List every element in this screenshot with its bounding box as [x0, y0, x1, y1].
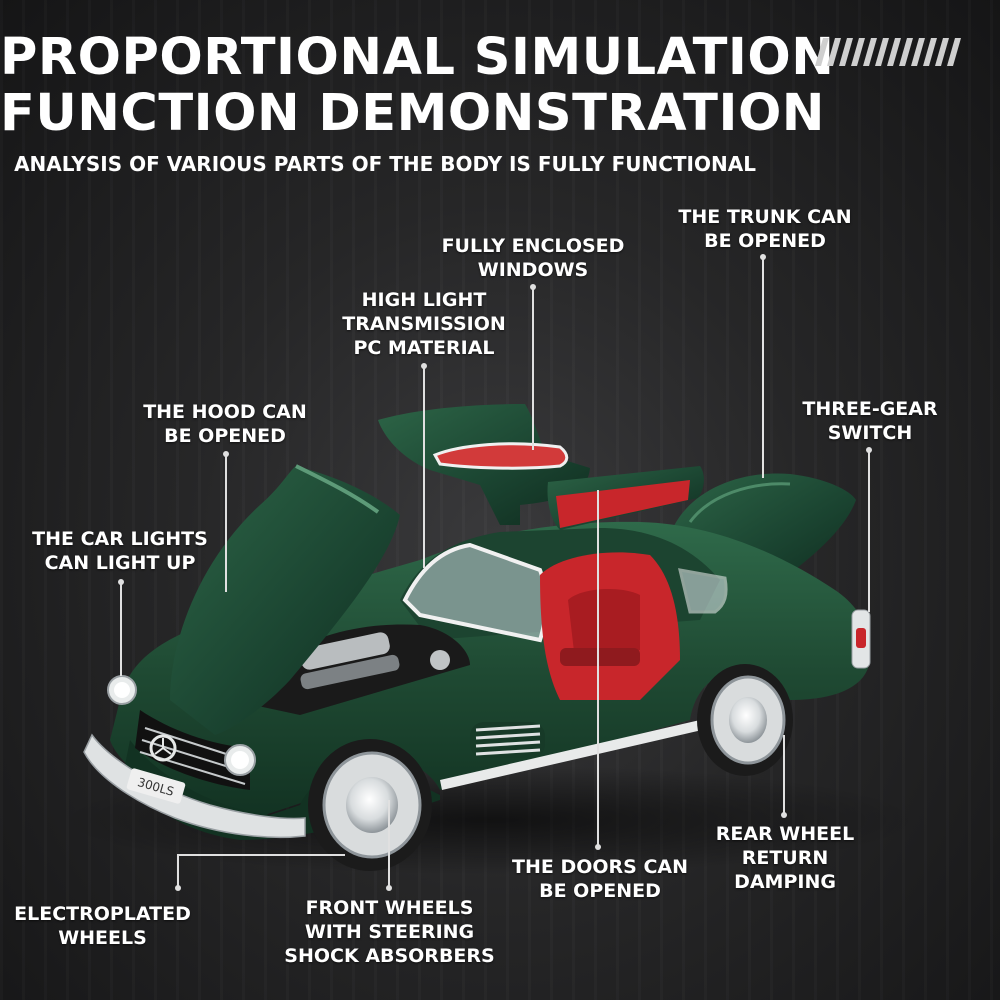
callout-rear-wheel: REAR WHEEL RETURN DAMPING [715, 823, 855, 893]
callout-lights: THE CAR LIGHTS CAN LIGHT UP [32, 528, 208, 574]
callout-trunk: THE TRUNK CAN BE OPENED [678, 206, 852, 252]
title-line-2: FUNCTION DEMONSTRATION [0, 84, 825, 143]
front-grille [135, 710, 250, 790]
trunk-lid [672, 473, 856, 588]
callout-pc-material: HIGH LIGHT TRANSMISSION PC MATERIAL [342, 289, 506, 359]
rear-wheel [697, 664, 793, 776]
hood [170, 464, 400, 735]
callout-dots [118, 254, 872, 891]
license-plate: 300LS [126, 768, 186, 804]
front-wheel [308, 739, 432, 871]
callout-front-wheels: FRONT WHEELS WITH STEERING SHOCK ABSORBE… [284, 897, 495, 967]
gullwing-door-right [547, 466, 704, 530]
title-line-1: PROPORTIONAL SIMULATION [0, 28, 835, 87]
callout-gear: THREE-GEAR SWITCH [802, 398, 938, 444]
callout-windows: FULLY ENCLOSED WINDOWS [441, 235, 625, 281]
side-vent [470, 722, 545, 758]
callout-hood: THE HOOD CAN BE OPENED [143, 401, 307, 447]
tail-light-lens [856, 628, 866, 648]
headlights [107, 675, 256, 776]
red-interior [540, 552, 680, 700]
callout-electroplated: ELECTROPLATED WHEELS [14, 903, 191, 949]
callout-lines [120, 257, 870, 888]
quarter-window [678, 568, 728, 614]
hatch-decoration-icon [815, 38, 961, 66]
callout-doors: THE DOORS CAN BE OPENED [511, 856, 688, 902]
subtitle: ANALYSIS OF VARIOUS PARTS OF THE BODY IS… [14, 152, 756, 176]
engine-bay [230, 624, 470, 715]
